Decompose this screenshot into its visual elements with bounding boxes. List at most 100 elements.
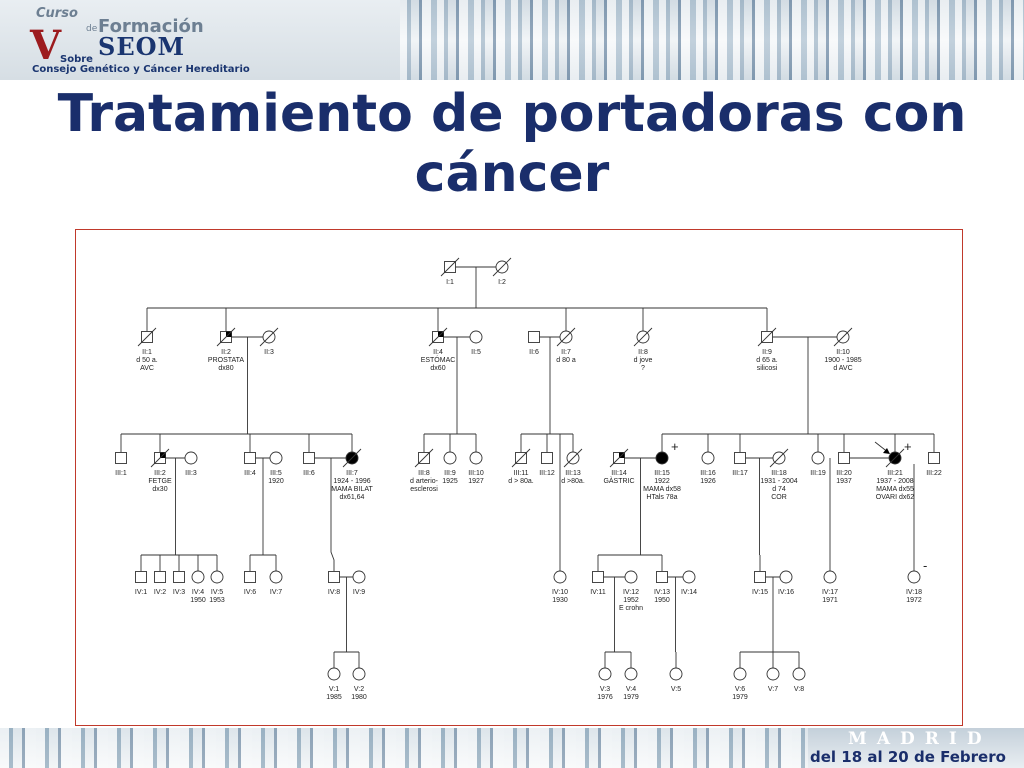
pedigree-iv1-male-symbol	[135, 571, 147, 583]
pedigree-v3-info: 1976	[597, 694, 613, 701]
pedigree-v5-label: V:5	[671, 686, 681, 693]
pedigree-ii10-deceased-slash	[833, 327, 853, 347]
pedigree-ii9-info: d 65 a.	[756, 357, 777, 364]
pedigree-iii18-info: d 74	[772, 486, 786, 493]
pedigree-iii15-info: HTals 78a	[646, 494, 677, 501]
pedigree-ii1-label: II:1	[142, 349, 152, 356]
pedigree-iv7-female-symbol	[269, 570, 283, 584]
pedigree-iv3-label: IV:3	[173, 589, 185, 596]
pedigree-ii10-info: 1900 - 1985	[824, 357, 861, 364]
pedigree-iv10-female-symbol	[553, 570, 567, 584]
pedigree-iii7-label: III:7	[346, 470, 358, 477]
logo-de-text: de	[86, 24, 98, 34]
pedigree-ii7-label: II:7	[561, 349, 571, 356]
pedigree-ii2-info: dx80	[218, 365, 233, 372]
pedigree-iv12-label: IV:12	[623, 589, 639, 596]
pedigree-v4-label: V:4	[626, 686, 636, 693]
pedigree-iv8-label: IV:8	[328, 589, 340, 596]
pedigree-iii18-label: III:18	[771, 470, 787, 477]
pedigree-iv11-label: IV:11	[590, 589, 606, 596]
pedigree-iii18-info: 1931 - 2004	[760, 478, 797, 485]
pedigree-iv15-male-symbol	[754, 571, 766, 583]
pedigree-v1-label: V:1	[329, 686, 339, 693]
pedigree-iv2-male-symbol	[154, 571, 166, 583]
pedigree-ii8-info: ?	[641, 365, 645, 372]
pedigree-ii7-deceased-slash	[556, 327, 576, 347]
pedigree-iii8-deceased-slash	[414, 448, 434, 468]
pedigree-v6-label: V:6	[735, 686, 745, 693]
pedigree-iii2-label: III:2	[154, 470, 166, 477]
pedigree-iii14-label: III:14	[611, 470, 627, 477]
pedigree-ii8-deceased-slash	[633, 327, 653, 347]
pedigree-iv11-male-symbol	[592, 571, 604, 583]
pedigree-ii9-deceased-slash	[757, 327, 777, 347]
pedigree-iv12-female-symbol	[624, 570, 638, 584]
pedigree-iii7-info: MAMA BILAT	[331, 486, 373, 493]
pedigree-iv9-female-symbol	[352, 570, 366, 584]
pedigree-iii17-label: III:17	[732, 470, 748, 477]
pedigree-iii6-male-symbol	[303, 452, 315, 464]
pedigree-iii15-carrier-mark: +	[671, 439, 679, 454]
pedigree-v4-female-symbol	[624, 667, 638, 681]
pedigree-iii21-info: 1937 - 2008	[876, 478, 913, 485]
pedigree-iii18-info: COR	[771, 494, 787, 501]
pedigree-iv6-male-symbol	[244, 571, 256, 583]
pedigree-iii13-label: III:13	[565, 470, 581, 477]
pedigree-iii14-info: GÀSTRIC	[603, 476, 634, 485]
pedigree-ii2-label: II:2	[221, 349, 231, 356]
header-decorative-banner	[400, 0, 1024, 80]
pedigree-iii14-deceased-slash	[609, 448, 629, 468]
pedigree-iv5-info: 1953	[209, 597, 225, 604]
pedigree-iv17-female-symbol	[823, 570, 837, 584]
pedigree-iii19-female-symbol	[811, 451, 825, 465]
pedigree-iii20-info: 1937	[836, 478, 852, 485]
pedigree-iii8-label: III:8	[418, 470, 430, 477]
pedigree-iii18-deceased-slash	[769, 448, 789, 468]
pedigree-iii21-info: OVARI dx62	[876, 494, 914, 501]
pedigree-iv10-info: 1930	[552, 597, 568, 604]
pedigree-iv12-info: 1952	[623, 597, 639, 604]
pedigree-iii2-info: dx30	[152, 486, 167, 493]
footer-city: MADRID	[848, 729, 992, 749]
pedigree-ii5-label: II:5	[471, 349, 481, 356]
pedigree-ii7-info: d 80 a	[556, 357, 576, 364]
pedigree-iii2-deceased-slash	[150, 448, 170, 468]
pedigree-v7-female-symbol	[766, 667, 780, 681]
pedigree-iii22-male-symbol	[928, 452, 940, 464]
footer-dates: del 18 al 20 de Febrero	[810, 748, 1006, 766]
pedigree-iv14-label: IV:14	[681, 589, 697, 596]
slide-title: Tratamiento de portadoras con cáncer	[57, 84, 967, 204]
pedigree-iii10-label: III:10	[468, 470, 484, 477]
pedigree-iii21-proband-arrowhead	[883, 448, 890, 454]
logo-subtitle-text: Consejo Genético y Cáncer Hereditario	[32, 64, 250, 75]
pedigree-v2-info: 1980	[351, 694, 367, 701]
pedigree-iii11-info: d > 80a.	[508, 478, 534, 485]
pedigree-iv12-info: E crohn	[619, 605, 643, 612]
pedigree-iii15-info: 1922	[654, 478, 670, 485]
pedigree-ii5-female-symbol	[469, 330, 483, 344]
pedigree-iii5-info: 1920	[268, 478, 284, 485]
pedigree-v2-female-symbol	[352, 667, 366, 681]
pedigree-iii3-label: III:3	[185, 470, 197, 477]
pedigree-ii6-label: II:6	[529, 349, 539, 356]
pedigree-iii21-deceased-slash	[885, 448, 905, 468]
pedigree-i2-label: I:2	[498, 279, 506, 286]
pedigree-iii15-label: III:15	[654, 470, 670, 477]
pedigree-v5-female-symbol	[669, 667, 683, 681]
pedigree-iii4-label: III:4	[244, 470, 256, 477]
logo-seom-text: SEOM	[98, 32, 186, 61]
pedigree-iv14-female-symbol	[682, 570, 696, 584]
pedigree-iv8-male-symbol	[328, 571, 340, 583]
pedigree-ii9-label: II:9	[762, 349, 772, 356]
pedigree-iii21-label: III:21	[887, 470, 903, 477]
pedigree-iv3-male-symbol	[173, 571, 185, 583]
pedigree-iii13-deceased-slash	[563, 448, 583, 468]
pedigree-iv13-label: IV:13	[654, 589, 670, 596]
pedigree-iv4-info: 1950	[190, 597, 206, 604]
pedigree-v6-female-symbol	[733, 667, 747, 681]
pedigree-iii5-female-symbol	[269, 451, 283, 465]
pedigree-iv5-female-symbol	[210, 570, 224, 584]
pedigree-v8-label: V:8	[794, 686, 804, 693]
pedigree-ii6-male-symbol	[528, 331, 540, 343]
